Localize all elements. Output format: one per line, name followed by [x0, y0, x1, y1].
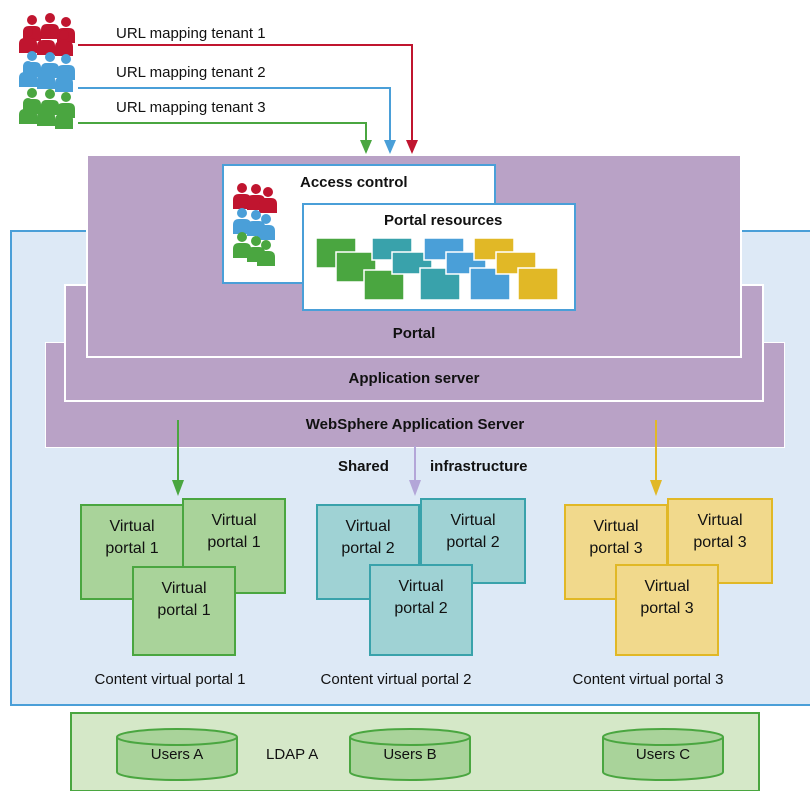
application-server-label: Application server — [348, 370, 480, 387]
vp3c-line1: Virtual — [644, 578, 690, 595]
users-a-label: Users A — [150, 746, 204, 763]
vp1b-line2: portal 1 — [207, 534, 261, 551]
access-control-red-users-icon — [233, 183, 277, 213]
vp3b-line2: portal 3 — [693, 534, 747, 551]
vp1a-line1: Virtual — [109, 518, 155, 535]
tenant-2-route — [78, 87, 391, 152]
vp2c-line2: portal 2 — [394, 600, 448, 617]
vp2a-line2: portal 2 — [341, 540, 395, 557]
users-b-label: Users B — [383, 746, 437, 763]
vp3b-line1: Virtual — [697, 512, 743, 529]
users-c-label: Users C — [635, 746, 691, 763]
websphere-label: WebSphere Application Server — [305, 416, 525, 433]
tenant-1-route — [78, 44, 413, 152]
vp1b-line1: Virtual — [211, 512, 257, 529]
content-virtual-portal-1-caption: Content virtual portal 1 — [94, 671, 246, 688]
vp2a-line1: Virtual — [345, 518, 391, 535]
arrow-to-vp3-head — [650, 480, 662, 496]
tenant-2-arrowhead — [384, 140, 396, 154]
virtual-portal-1-box-b: Virtual portal 1 — [182, 498, 286, 594]
shared-label: Shared — [338, 458, 389, 475]
vp3c-line2: portal 3 — [640, 600, 694, 617]
users-b-cylinder — [349, 728, 471, 781]
vp2b-line1: Virtual — [450, 512, 496, 529]
tenant-2-users-icon — [19, 51, 75, 92]
users-c-cylinder — [602, 728, 724, 781]
arrow-to-vp1-head — [172, 480, 184, 496]
portal-label: Portal — [392, 325, 436, 342]
vp3a-line2: portal 3 — [589, 540, 643, 557]
tenant-3-label: URL mapping tenant 3 — [116, 99, 266, 116]
ldap-a-label: LDAP A — [266, 746, 319, 763]
tenant-3-users-icon — [19, 88, 75, 129]
tenant-1-label: URL mapping tenant 1 — [116, 25, 266, 42]
portal-resources-tiles — [315, 237, 559, 301]
vp3a-line1: Virtual — [593, 518, 639, 535]
virtual-portal-2-box-c: Virtual portal 2 — [369, 564, 473, 656]
vp1c-line2: portal 1 — [157, 602, 211, 619]
users-a-cylinder — [116, 728, 238, 781]
content-virtual-portal-2-caption: Content virtual portal 2 — [320, 671, 472, 688]
vp1a-line2: portal 1 — [105, 540, 159, 557]
vp1c-line1: Virtual — [161, 580, 207, 597]
portal-resources-label: Portal resources — [384, 212, 503, 229]
vp2c-line1: Virtual — [398, 578, 444, 595]
tenant-1-users-icon — [19, 13, 75, 56]
virtual-portal-3-box-c: Virtual portal 3 — [615, 564, 719, 656]
tenant-2-label: URL mapping tenant 2 — [116, 64, 266, 81]
infrastructure-label: infrastructure — [430, 458, 528, 475]
virtual-portal-1-box-c: Virtual portal 1 — [132, 566, 236, 656]
tenant-3-route — [78, 122, 367, 152]
tenant-3-arrowhead — [360, 140, 372, 154]
content-virtual-portal-3-caption: Content virtual portal 3 — [572, 671, 724, 688]
access-control-label: Access control — [300, 174, 408, 191]
tenant-1-arrowhead — [406, 140, 418, 154]
arrow-to-vp2-head — [409, 480, 421, 496]
vp2b-line2: portal 2 — [446, 534, 500, 551]
